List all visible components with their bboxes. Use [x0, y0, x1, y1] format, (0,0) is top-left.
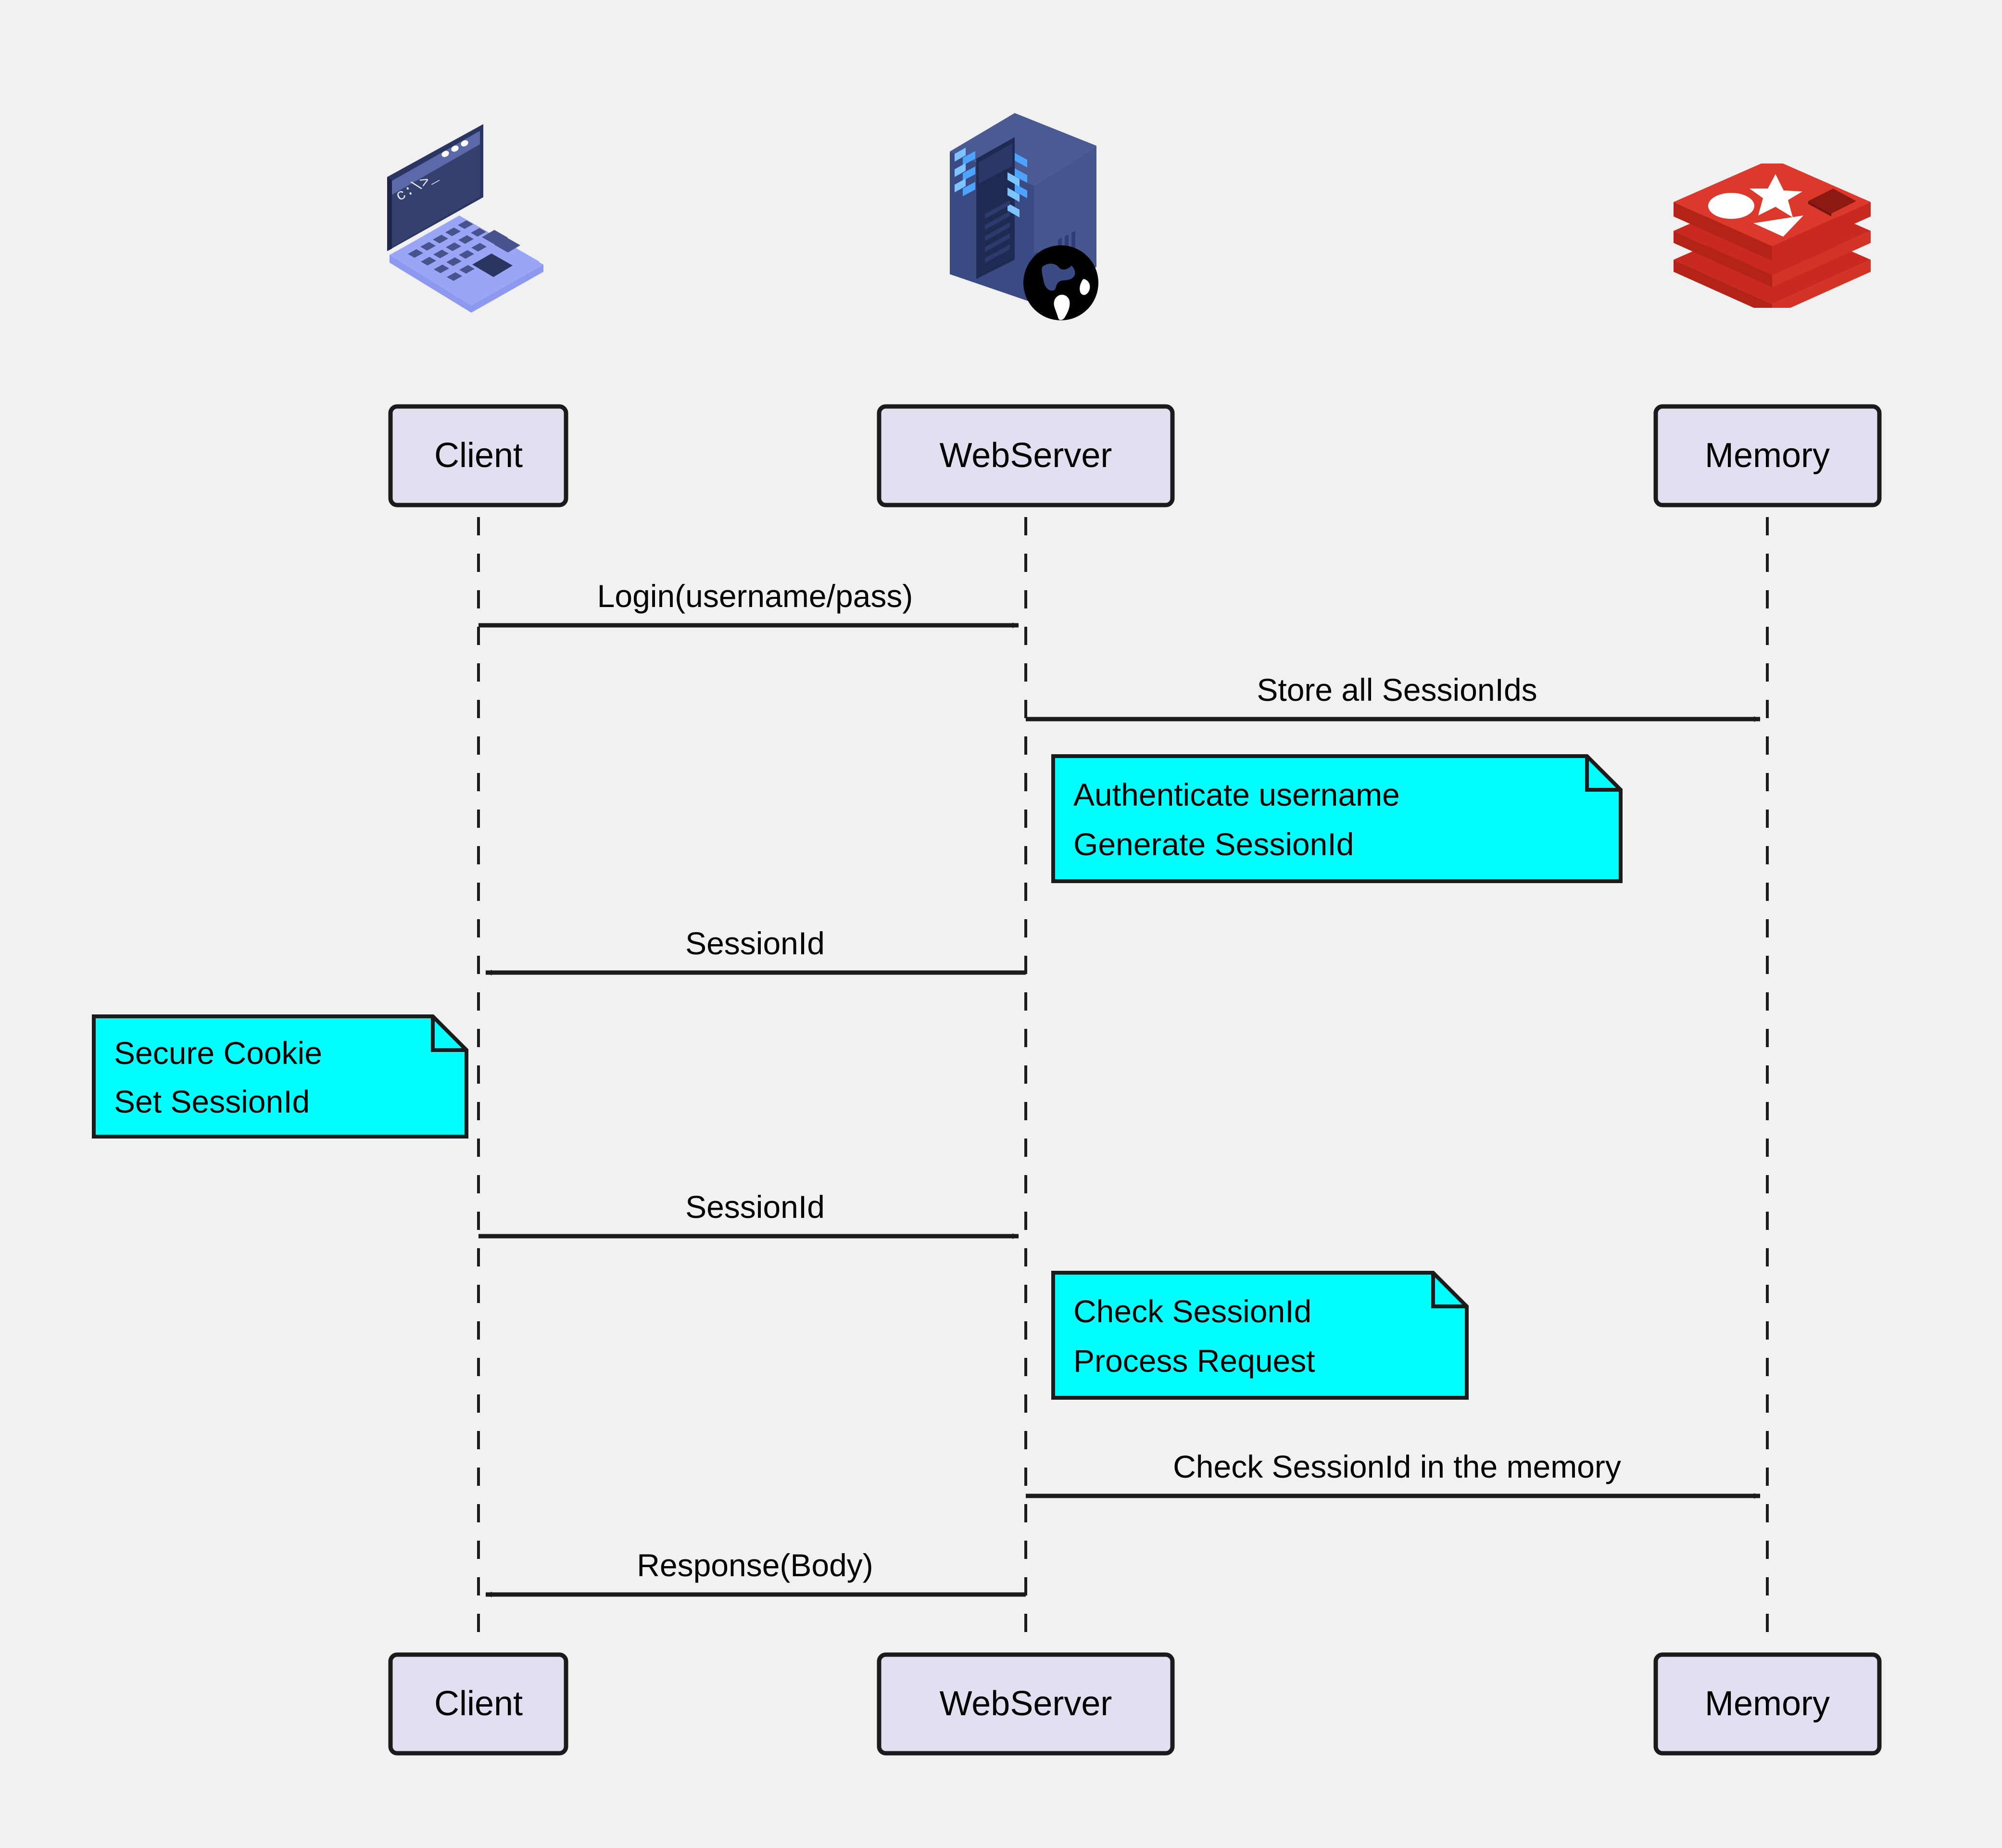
note-secure-cookie-line-1: Secure Cookie — [114, 1035, 322, 1071]
message-label-login: Login(username/pass) — [597, 578, 913, 614]
participant-label-client-bottom: Client — [434, 1684, 523, 1723]
participant-top-client[interactable]: Client — [388, 404, 568, 507]
participant-label-memory-bottom: Memory — [1705, 1684, 1830, 1723]
laptop-terminal-svg: c:\>_ — [387, 124, 543, 313]
message-label-sessionid-response: SessionId — [685, 925, 825, 961]
participant-label-webserver-bottom: WebServer — [940, 1684, 1112, 1723]
note-secure-cookie-line-2: Set SessionId — [114, 1084, 310, 1119]
message-label-check-sessionid-memory: Check SessionId in the memory — [1173, 1449, 1621, 1484]
note-check-sessionid[interactable]: Check SessionId Process Request — [1051, 1271, 1469, 1400]
participant-boxes-top: Client WebServer Memory — [388, 404, 1882, 507]
server-globe-svg — [950, 113, 1098, 320]
note-authenticate[interactable]: Authenticate username Generate SessionId — [1051, 754, 1623, 883]
participant-top-webserver[interactable]: WebServer — [877, 404, 1175, 507]
participant-boxes-bottom: Client WebServer Memory — [388, 1652, 1882, 1756]
server-globe-icon — [938, 101, 1111, 327]
note-authenticate-line-1: Authenticate username — [1073, 777, 1400, 812]
note-authenticate-line-2: Generate SessionId — [1073, 826, 1354, 862]
note-check-sessionid-line-2: Process Request — [1073, 1343, 1315, 1379]
message-check-sessionid-memory[interactable]: Check SessionId in the memory — [1026, 1449, 1761, 1499]
redis-stack-icon — [1664, 159, 1880, 316]
message-label-sessionid-request: SessionId — [685, 1189, 825, 1225]
participant-bottom-memory[interactable]: Memory — [1653, 1652, 1882, 1756]
message-response-body[interactable]: Response(Body) — [485, 1547, 1026, 1597]
laptop-terminal-icon: c:\>_ — [370, 120, 548, 322]
participant-bottom-client[interactable]: Client — [388, 1652, 568, 1756]
participant-top-memory[interactable]: Memory — [1653, 404, 1882, 507]
message-label-response-body: Response(Body) — [637, 1547, 873, 1583]
message-login[interactable]: Login(username/pass) — [478, 578, 1019, 628]
note-secure-cookie[interactable]: Secure Cookie Set SessionId — [92, 1014, 468, 1139]
participant-label-client-top: Client — [434, 436, 523, 475]
note-check-sessionid-line-1: Check SessionId — [1073, 1293, 1311, 1329]
message-store-sessionids[interactable]: Store all SessionIds — [1026, 672, 1761, 722]
message-label-store-sessionids: Store all SessionIds — [1257, 672, 1537, 708]
participant-bottom-webserver[interactable]: WebServer — [877, 1652, 1175, 1756]
participant-label-webserver-top: WebServer — [940, 436, 1112, 475]
lifelines — [477, 517, 1769, 1647]
message-sessionid-response[interactable]: SessionId — [485, 925, 1026, 975]
participant-label-memory-top: Memory — [1705, 436, 1830, 475]
message-sessionid-request[interactable]: SessionId — [478, 1189, 1019, 1239]
globe-icon — [1023, 245, 1098, 320]
redis-stack-svg — [1674, 159, 1871, 316]
